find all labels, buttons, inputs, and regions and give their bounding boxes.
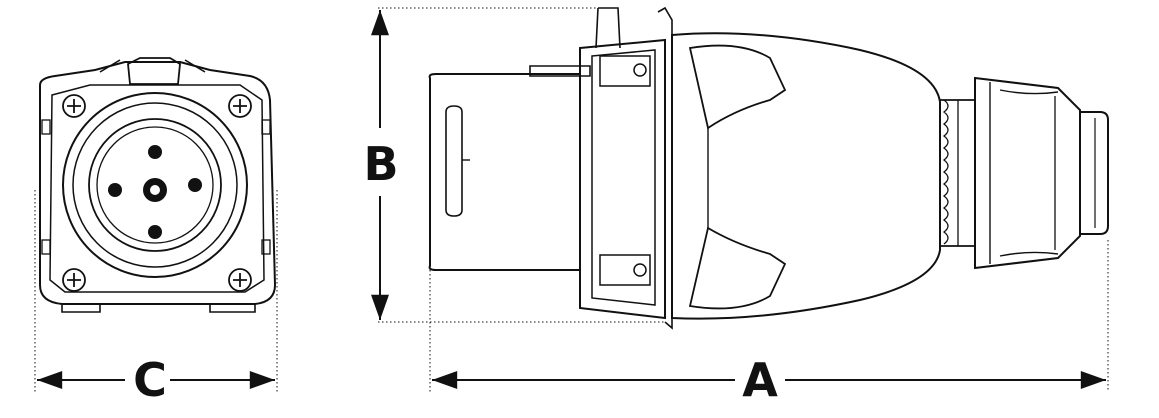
dimension-label-b: B [363,137,398,191]
side-tapered-body [671,32,941,320]
dimension-label-c: C [133,353,167,407]
side-cable-end [1080,111,1109,235]
pin-left [108,183,122,197]
front-screws [62,94,252,292]
screw-icon-top-left [62,94,86,118]
dimension-label-a: A [742,353,778,407]
dimension-lines [34,7,1109,392]
front-view [39,57,277,313]
front-socket-ring-outer [62,92,248,278]
pin-top [148,145,162,159]
side-flange [579,38,666,320]
side-view [428,6,1109,330]
side-gland-nut [974,76,1081,270]
side-latch-tab [529,65,591,77]
pin-bottom [148,225,162,239]
screw-icon-top-right [228,94,252,118]
front-contact-pins [108,145,202,239]
front-housing-inner [49,84,265,293]
screw-icon-bottom-left [62,268,86,292]
side-keyway-slot [445,105,463,217]
side-grip-relief-top [688,44,787,130]
pin-right [188,178,202,192]
front-housing-outline [39,61,277,305]
screw-icon-bottom-right [228,268,252,292]
side-grip-relief-bottom [688,226,787,310]
side-plug-sleeve [428,73,581,271]
front-top-latch [127,57,181,85]
